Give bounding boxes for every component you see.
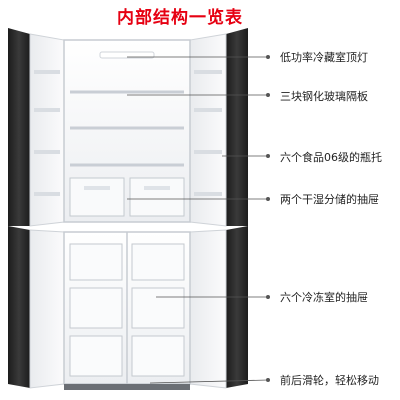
leader-lines [127,55,270,384]
freezer-drawer [69,243,123,281]
freezer-left-door [8,226,65,389]
base-wheels [64,384,190,390]
freezer-right-door [189,226,248,389]
callout-crisper-drawers: 两个干湿分储的抽屉 [280,193,379,206]
crisper-drawer [129,177,185,217]
freezer-drawer [69,335,123,377]
callout-top-light: 低功率冷藏室顶灯 [280,51,368,64]
callout-freezer-drawers: 六个冷冻室的抽屉 [280,291,368,304]
freezer-compartment [63,231,191,385]
freezer-drawer [69,287,123,329]
callout-bottle-racks: 六个食品06级的瓶托 [280,151,382,164]
callout-glass-shelves: 三块钢化玻璃隔板 [280,90,368,103]
crisper-drawer [69,177,125,217]
right-fridge-door [189,28,248,227]
top-light [99,51,155,59]
left-fridge-door [8,28,65,227]
fridge-compartment [63,39,191,223]
diagram-title: 内部结构一览表 [117,8,243,28]
callout-rollers: 前后滑轮，轻松移动 [280,374,379,387]
freezer-drawer [131,243,185,281]
freezer-drawer [131,335,185,377]
freezer-drawer [131,287,185,329]
